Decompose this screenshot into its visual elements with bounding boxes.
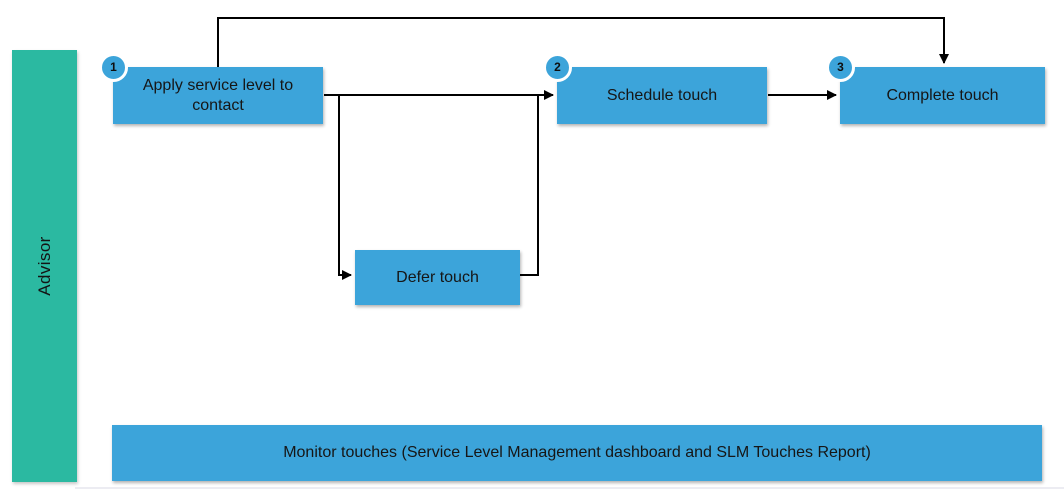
swimlane-advisor: Advisor: [12, 50, 77, 482]
step-badge-1: 1: [99, 53, 128, 82]
flow-node-complete-touch: 3 Complete touch: [826, 53, 1045, 124]
flow-node-label: Monitor touches (Service Level Managemen…: [283, 444, 871, 461]
connector-apply-to-defer: [338, 95, 352, 280]
step-badge-2: 2: [543, 53, 572, 82]
flow-node-monitor-touches: Monitor touches (Service Level Managemen…: [112, 425, 1042, 481]
step-badge-3: 3: [826, 53, 855, 82]
flow-node-label: Schedule touch: [606, 86, 718, 104]
flow-node-label: Defer touch: [396, 268, 479, 286]
flow-node-defer-touch: Defer touch: [355, 250, 520, 305]
connector-defer-to-schedule: [520, 94, 539, 276]
flow-node-label: Complete touch: [886, 86, 999, 104]
flow-node-apply-service-level: 1 Apply service level to contact: [99, 53, 323, 124]
flow-node-label: Apply service level to contact: [142, 76, 294, 114]
flow-node-schedule-touch: 2 Schedule touch: [543, 53, 767, 124]
swimlane-label: Advisor: [34, 236, 54, 296]
page-boundary-line: [75, 487, 1064, 489]
connector-apply-to-complete: [217, 17, 949, 68]
